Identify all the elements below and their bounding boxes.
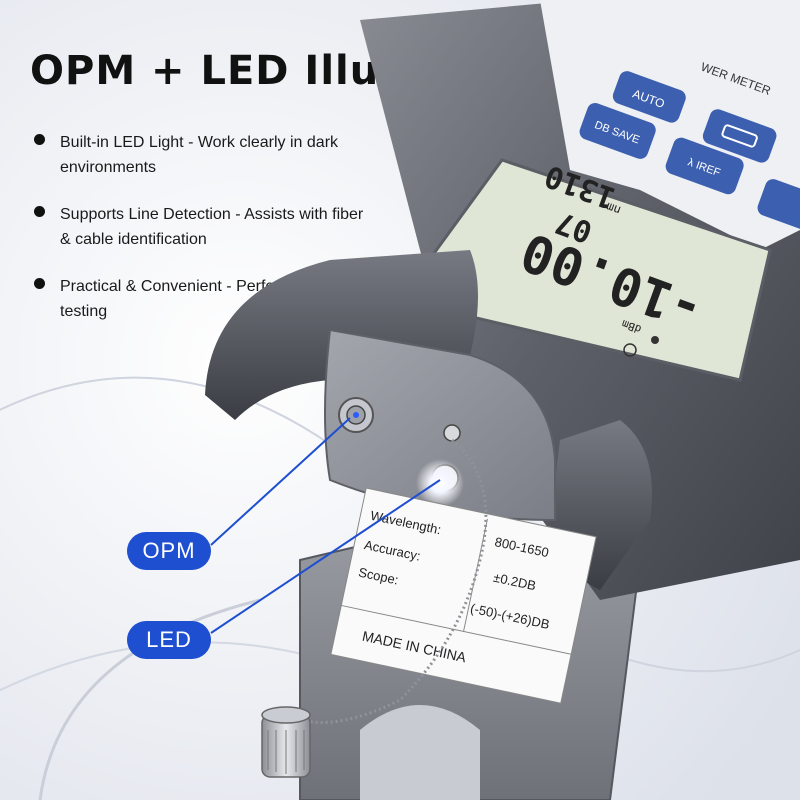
chain-anchor-icon — [443, 424, 461, 442]
db-save-button: DB SAVE — [579, 103, 656, 159]
lambda-iref-button: λ IREF — [665, 137, 744, 195]
opm-leader-line — [210, 417, 351, 546]
light-button — [702, 109, 777, 163]
feature-item: Supports Line Detection - Assists with f… — [34, 202, 364, 252]
bullet-dot-icon — [34, 278, 45, 289]
bullet-dot-icon — [34, 134, 45, 145]
led-callout: LED — [127, 621, 211, 659]
auto-button: AUTO — [612, 71, 686, 123]
feature-text: Supports Line Detection - Assists with f… — [60, 206, 364, 248]
opm-callout: OPM — [127, 532, 211, 570]
feature-item: Built-in LED Light - Work clearly in dar… — [34, 130, 364, 180]
bullet-dot-icon — [34, 206, 45, 217]
backlight-button — [757, 179, 800, 231]
power-icon — [623, 343, 637, 357]
lcd-wavelength-unit: nm — [604, 200, 622, 218]
feature-text: Built-in LED Light - Work clearly in dar… — [60, 134, 339, 176]
bead-chain — [299, 438, 488, 724]
backlight-icon — [651, 336, 659, 344]
led-leader-line — [210, 479, 441, 634]
spec-label: Wavelength: 800-1650 Accuracy: ±0.2DB Sc… — [330, 487, 597, 704]
dust-cap-icon — [261, 706, 311, 778]
